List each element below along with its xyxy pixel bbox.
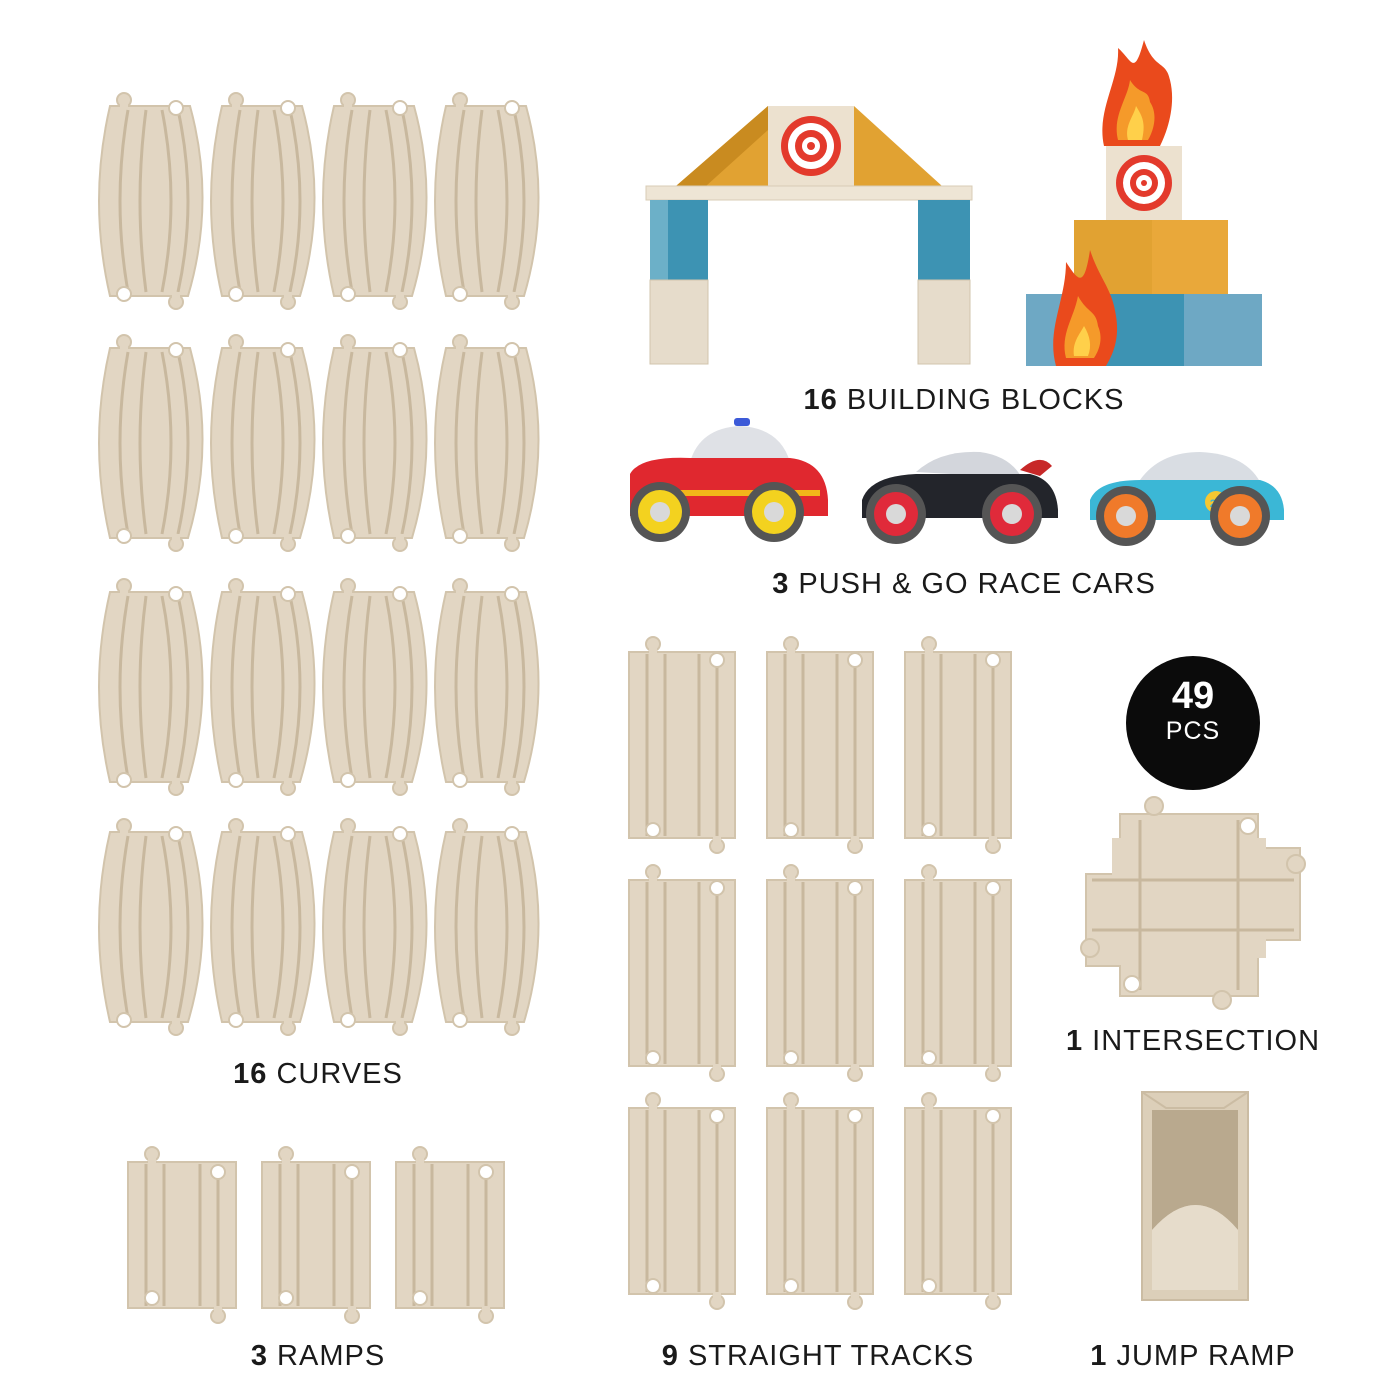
jump-ramp-name: JUMP RAMP [1116, 1340, 1296, 1372]
block-arch [645, 106, 973, 365]
building-blocks-count: 16 [803, 384, 838, 416]
curves-name: CURVES [276, 1058, 403, 1090]
straight-tracks-label: 9 STRAIGHT TRACKS [662, 1340, 974, 1373]
race-car-black [862, 451, 1058, 544]
building-blocks-label: 16 BUILDING BLOCKS [803, 384, 1124, 417]
straight-tracks-name: STRAIGHT TRACKS [687, 1340, 975, 1372]
intersection-name: INTERSECTION [1092, 1025, 1321, 1057]
ramps-count: 3 [250, 1340, 268, 1372]
target-icon [1116, 155, 1172, 211]
block-tower [1026, 40, 1262, 366]
race-cars-label: 3 PUSH & GO RACE CARS [772, 568, 1156, 601]
race-car-red [630, 418, 828, 542]
intersection-label: 1 INTERSECTION [1066, 1025, 1320, 1058]
piece-count-number: 49 [1171, 675, 1215, 717]
curves-count: 16 [233, 1058, 268, 1090]
race-cars-name: PUSH & GO RACE CARS [798, 568, 1156, 600]
ramps-label: 3 RAMPS [251, 1340, 385, 1373]
straight-tracks-count: 9 [661, 1340, 679, 1372]
target-icon [781, 116, 841, 176]
flame-icon [1053, 250, 1118, 366]
ramps-name: RAMPS [277, 1340, 386, 1372]
curves-label: 16 CURVES [233, 1058, 403, 1091]
jump-ramp-label: 1 JUMP RAMP [1090, 1340, 1295, 1373]
flame-icon [1102, 40, 1173, 146]
piece-count-unit: PCS [1165, 717, 1221, 745]
jump-ramp-count: 1 [1090, 1340, 1108, 1372]
intersection-count: 1 [1065, 1025, 1084, 1057]
piece-count-badge: 49 PCS [1126, 656, 1260, 790]
building-blocks-name: BUILDING BLOCKS [846, 384, 1125, 416]
race-car-blue: 27 [1090, 452, 1284, 546]
race-cars-count: 3 [772, 568, 790, 600]
